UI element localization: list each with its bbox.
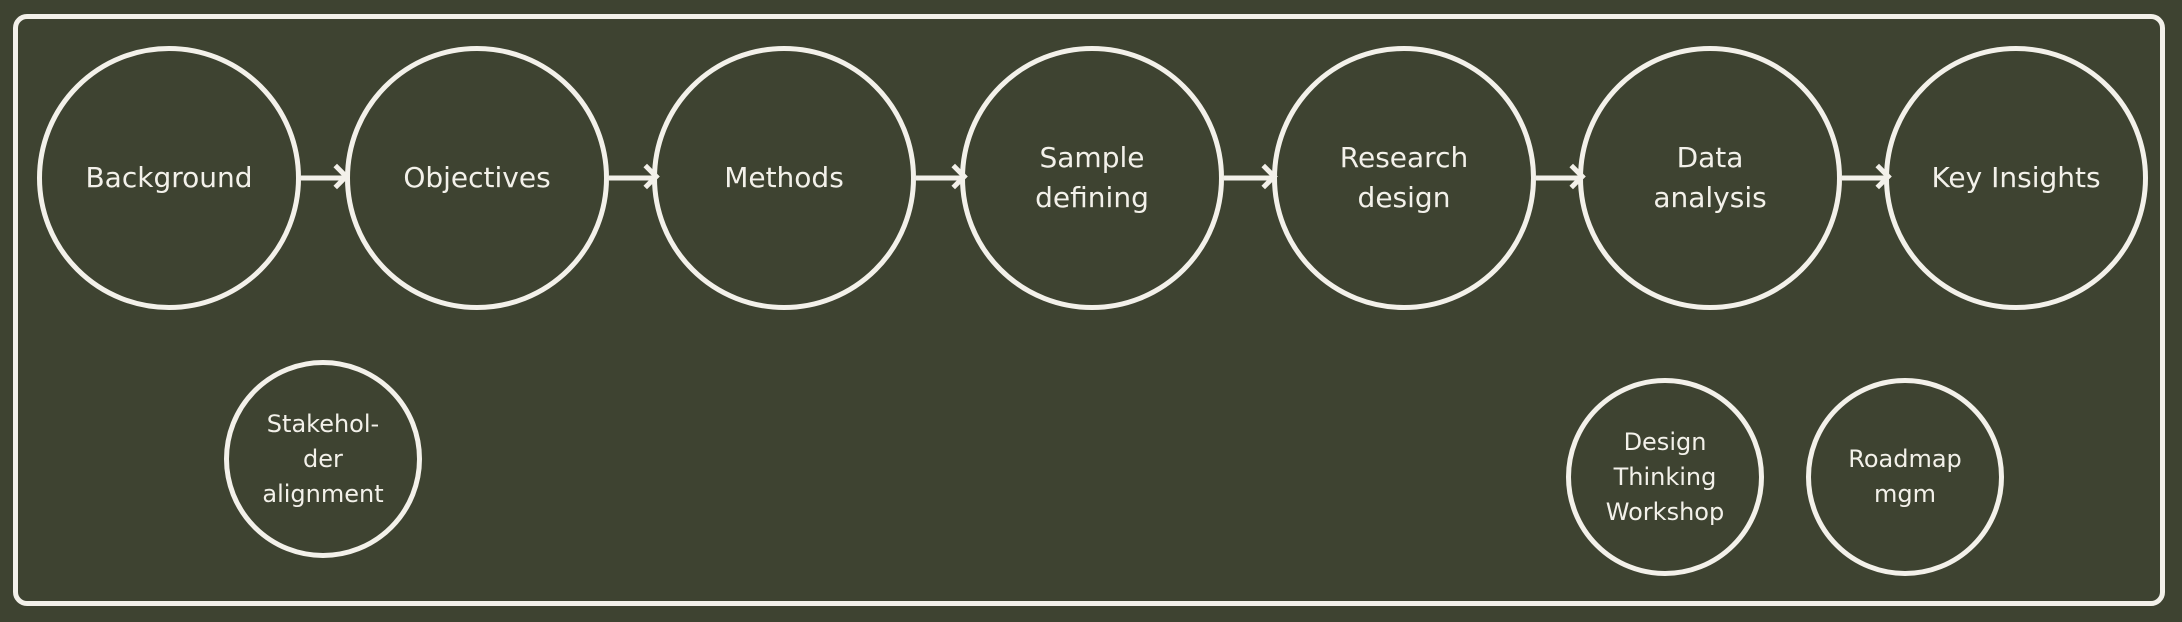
step-label: Methods — [724, 161, 844, 194]
step-data-analysis: Data analysis — [1578, 46, 1842, 310]
arrow-icon — [1842, 175, 1886, 181]
step-label: Data analysis — [1653, 141, 1767, 214]
step-research-design: Research design — [1272, 46, 1536, 310]
step-objectives: Objectives — [345, 46, 609, 310]
arrow-icon — [1536, 175, 1580, 181]
sub-node-label: Roadmap mgm — [1848, 445, 1962, 508]
arrow-icon — [1224, 175, 1272, 181]
step-background: Background — [37, 46, 301, 310]
sub-node-design-thinking-workshop: Design Thinking Workshop — [1566, 378, 1764, 576]
arrow-icon — [916, 175, 962, 181]
step-label: Sample defining — [1035, 141, 1149, 214]
sub-node-roadmap-mgm: Roadmap mgm — [1806, 378, 2004, 576]
arrow-icon — [609, 175, 654, 181]
sub-node-stakeholder-alignment: Stakehol- der alignment — [224, 360, 422, 558]
step-methods: Methods — [652, 46, 916, 310]
sub-node-label: Stakehol- der alignment — [262, 409, 384, 508]
sub-node-label: Design Thinking Workshop — [1605, 427, 1725, 526]
step-sample-defining: Sample defining — [960, 46, 1224, 310]
step-key-insights: Key Insights — [1884, 46, 2148, 310]
outer-frame — [13, 14, 2165, 606]
arrow-icon — [301, 175, 344, 181]
step-label: Research design — [1339, 141, 1469, 214]
step-label: Background — [85, 161, 253, 194]
step-label: Objectives — [403, 161, 551, 194]
step-label: Key Insights — [1931, 161, 2101, 194]
